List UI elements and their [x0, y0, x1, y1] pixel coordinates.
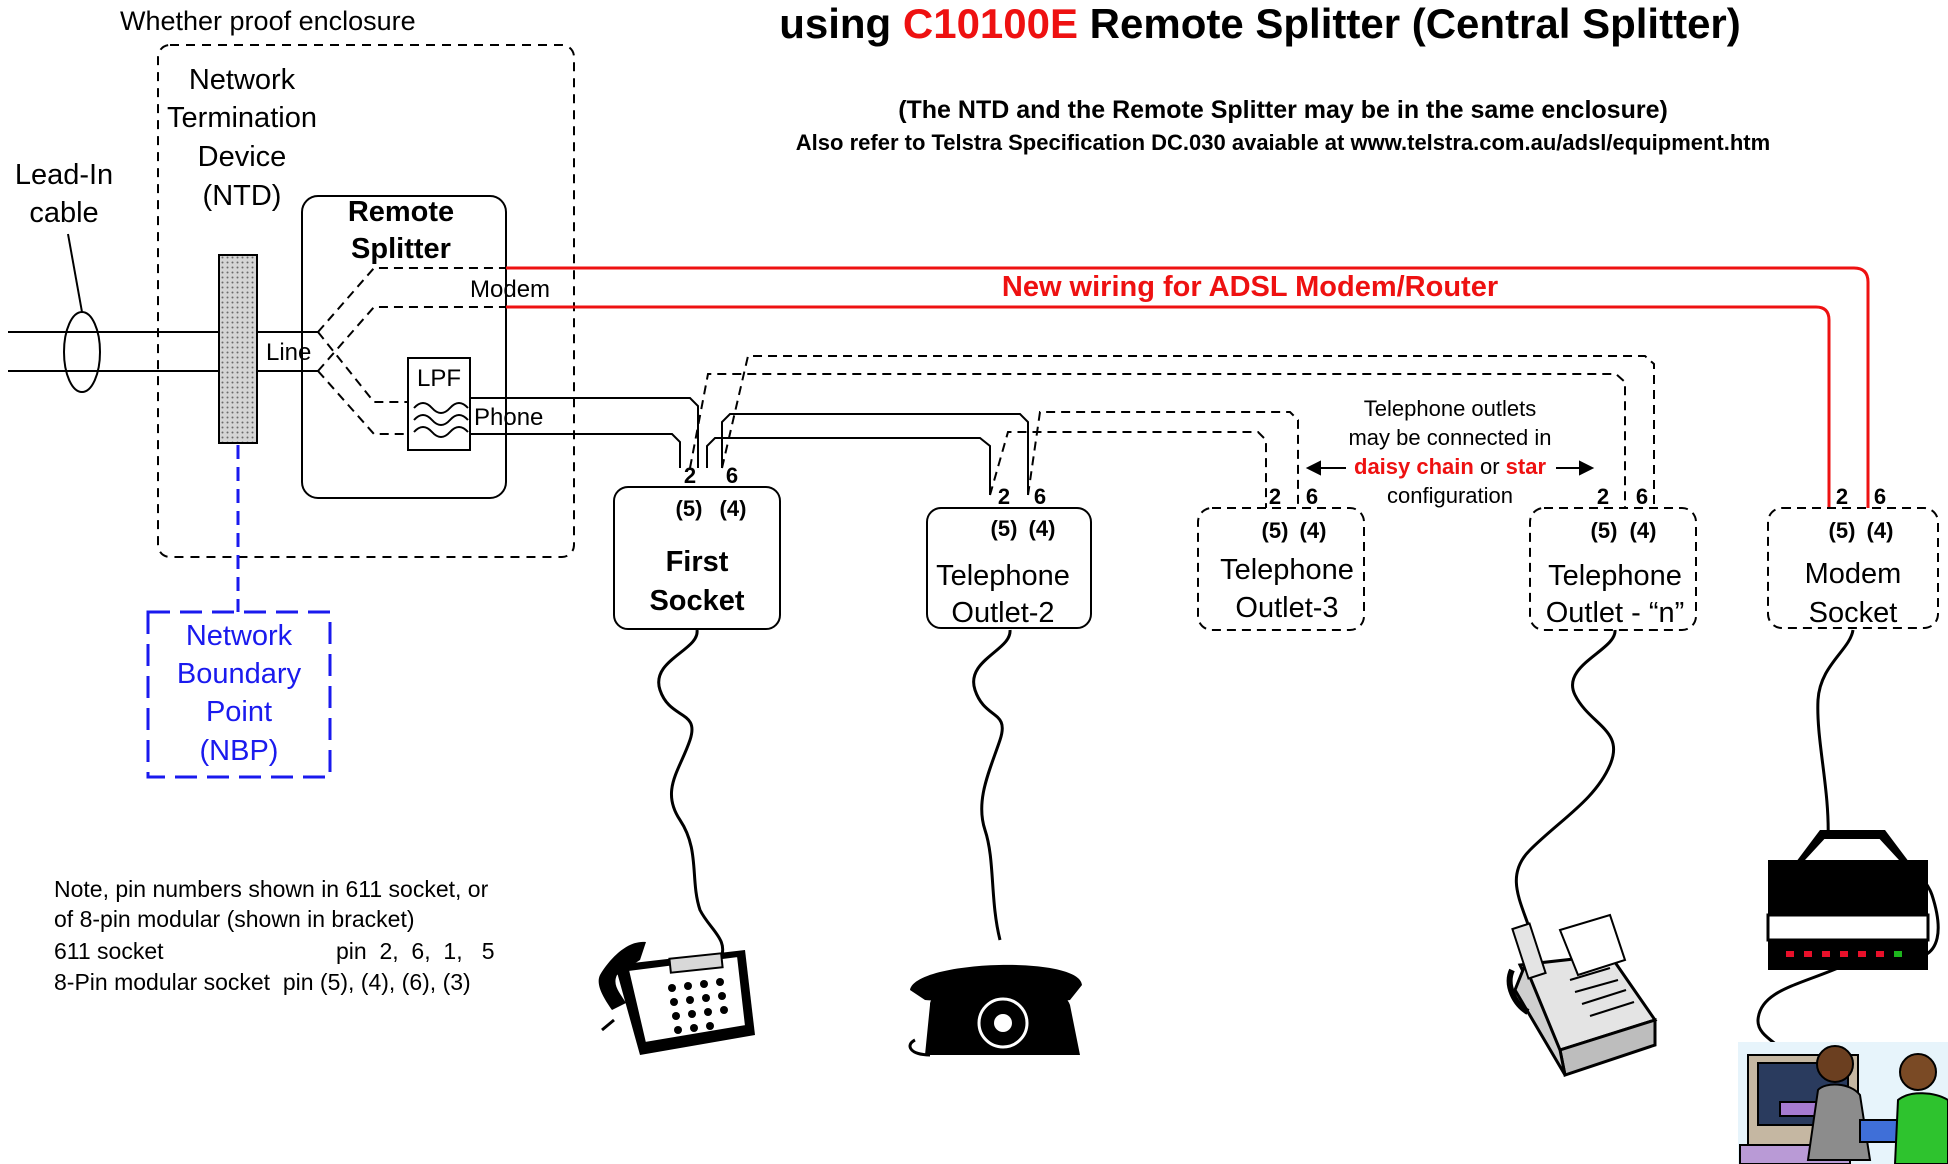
ntd-label-2: Termination [167, 102, 317, 134]
adsl-modem-wiring [506, 266, 1870, 508]
nbp-label-3: Point [206, 696, 272, 728]
ntd-label-3: Device [198, 141, 287, 173]
socket-modem-name-1: Modem [1805, 558, 1902, 590]
socket-modem-name-2: Socket [1809, 597, 1898, 629]
socket-modem-pin8-a: (5) [1829, 518, 1856, 543]
reference-note: Also refer to Telstra Specification DC.0… [796, 130, 1770, 155]
socket-outlet-3-name-1: Telephone [1220, 554, 1354, 586]
computer-user-icon [1738, 1042, 1948, 1164]
pin-note-611-label: 611 socket [54, 938, 164, 964]
new-wiring-label: New wiring for ADSL Modem/Router [1002, 271, 1498, 303]
socket-outlet-2-pin8-b: (4) [1029, 516, 1056, 541]
socket-first-name-2: Socket [649, 585, 744, 617]
weatherproof-enclosure [157, 44, 575, 558]
splitter-title-2: Splitter [351, 233, 451, 265]
socket-outlet-2-name-1: Telephone [936, 560, 1070, 592]
nbp-label-4: (NBP) [200, 735, 279, 767]
socket-first-pin8-a: (5) [676, 496, 703, 521]
lpf-filter-box [407, 357, 471, 451]
socket-outlet-3-pin-b: 6 [1306, 484, 1318, 509]
socket-first-pin8-b: (4) [720, 496, 747, 521]
device-cords [657, 629, 1940, 1066]
desk-phone-icon [598, 941, 755, 1055]
fax-machine-icon [1506, 913, 1658, 1077]
splitter-line-label: Line [266, 339, 311, 366]
config-note-line2: may be connected in [1348, 425, 1551, 450]
pin-note-line4: 8-Pin modular socket pin (5), (4), (6), … [54, 969, 471, 995]
nbp-label-2: Boundary [177, 658, 302, 690]
socket-first-pin-a: 2 [684, 463, 696, 488]
socket-modem-pin-a: 2 [1836, 484, 1848, 509]
socket-outlet-2-pin-a: 2 [998, 484, 1010, 509]
diagram-title: using C10100E Remote Splitter (Central S… [779, 0, 1741, 47]
diagram-subtitle: (The NTD and the Remote Splitter may be … [898, 96, 1668, 124]
splitter-modem-label: Modem [470, 276, 550, 303]
socket-first-pin-b: 6 [726, 463, 738, 488]
socket-first-name-1: First [666, 546, 729, 578]
nbp-box [146, 610, 332, 779]
ntd-label-1: Network [189, 64, 296, 96]
modem-router-icon [1766, 830, 1930, 970]
socket-modem [1767, 507, 1939, 629]
socket-first [613, 486, 781, 630]
splitter-internal-paths [317, 267, 506, 435]
lead-in-label-2: cable [29, 197, 98, 229]
socket-modem-pin8-b: (4) [1867, 518, 1894, 543]
rotary-phone-icon [908, 964, 1082, 1057]
socket-outlet-2-name-2: Outlet-2 [951, 597, 1054, 629]
pin-note-611-values: pin 2, 6, 1, 5 [336, 938, 495, 964]
socket-outlet-3-pin8-a: (5) [1262, 518, 1289, 543]
lpf-label: LPF [417, 365, 461, 392]
socket-outlet-n-name-2: Outlet - “n” [1546, 597, 1685, 629]
socket-outlet-n-pin8-b: (4) [1630, 518, 1657, 543]
lpf-filter-icon [413, 402, 469, 438]
socket-outlet-n [1529, 507, 1697, 631]
config-note-line3: daisy chain or star [1354, 454, 1546, 479]
lead-in-label-1: Lead-In [15, 159, 113, 191]
socket-outlet-2-pin-b: 6 [1034, 484, 1046, 509]
socket-outlet-3-pin-a: 2 [1269, 484, 1281, 509]
nbp-label-1: Network [186, 620, 293, 652]
socket-outlet-3-pin8-b: (4) [1300, 518, 1327, 543]
phone-wiring-dashed [689, 355, 1655, 508]
socket-modem-pin-b: 6 [1874, 484, 1886, 509]
splitter-title-1: Remote [348, 196, 454, 228]
pin-note-line1: Note, pin numbers shown in 611 socket, o… [54, 876, 489, 902]
socket-outlet-3-name-2: Outlet-3 [1235, 592, 1338, 624]
enclosure-label: Whether proof enclosure [120, 6, 416, 36]
ntd-terminal-block [218, 254, 258, 444]
socket-outlet-n-name-1: Telephone [1548, 560, 1682, 592]
socket-outlet-2-pin8-a: (5) [991, 516, 1018, 541]
phone-wiring-solid [470, 397, 1029, 495]
config-arrows [1305, 460, 1595, 476]
pin-note-line2: of 8-pin modular (shown in bracket) [54, 906, 415, 932]
lead-in-cable-ring [63, 311, 101, 393]
socket-outlet-n-pin-b: 6 [1636, 484, 1648, 509]
remote-splitter-box [301, 195, 507, 499]
socket-outlet-2 [926, 507, 1092, 629]
socket-outlet-n-pin-a: 2 [1597, 484, 1609, 509]
splitter-phone-label: Phone [474, 404, 543, 431]
ntd-label-4: (NTD) [203, 180, 282, 212]
config-note-line1: Telephone outlets [1364, 396, 1536, 421]
lead-in-pointer [67, 233, 83, 313]
socket-outlet-n-pin8-a: (5) [1591, 518, 1618, 543]
config-note-line4: configuration [1387, 483, 1513, 508]
socket-outlet-3 [1197, 507, 1365, 631]
